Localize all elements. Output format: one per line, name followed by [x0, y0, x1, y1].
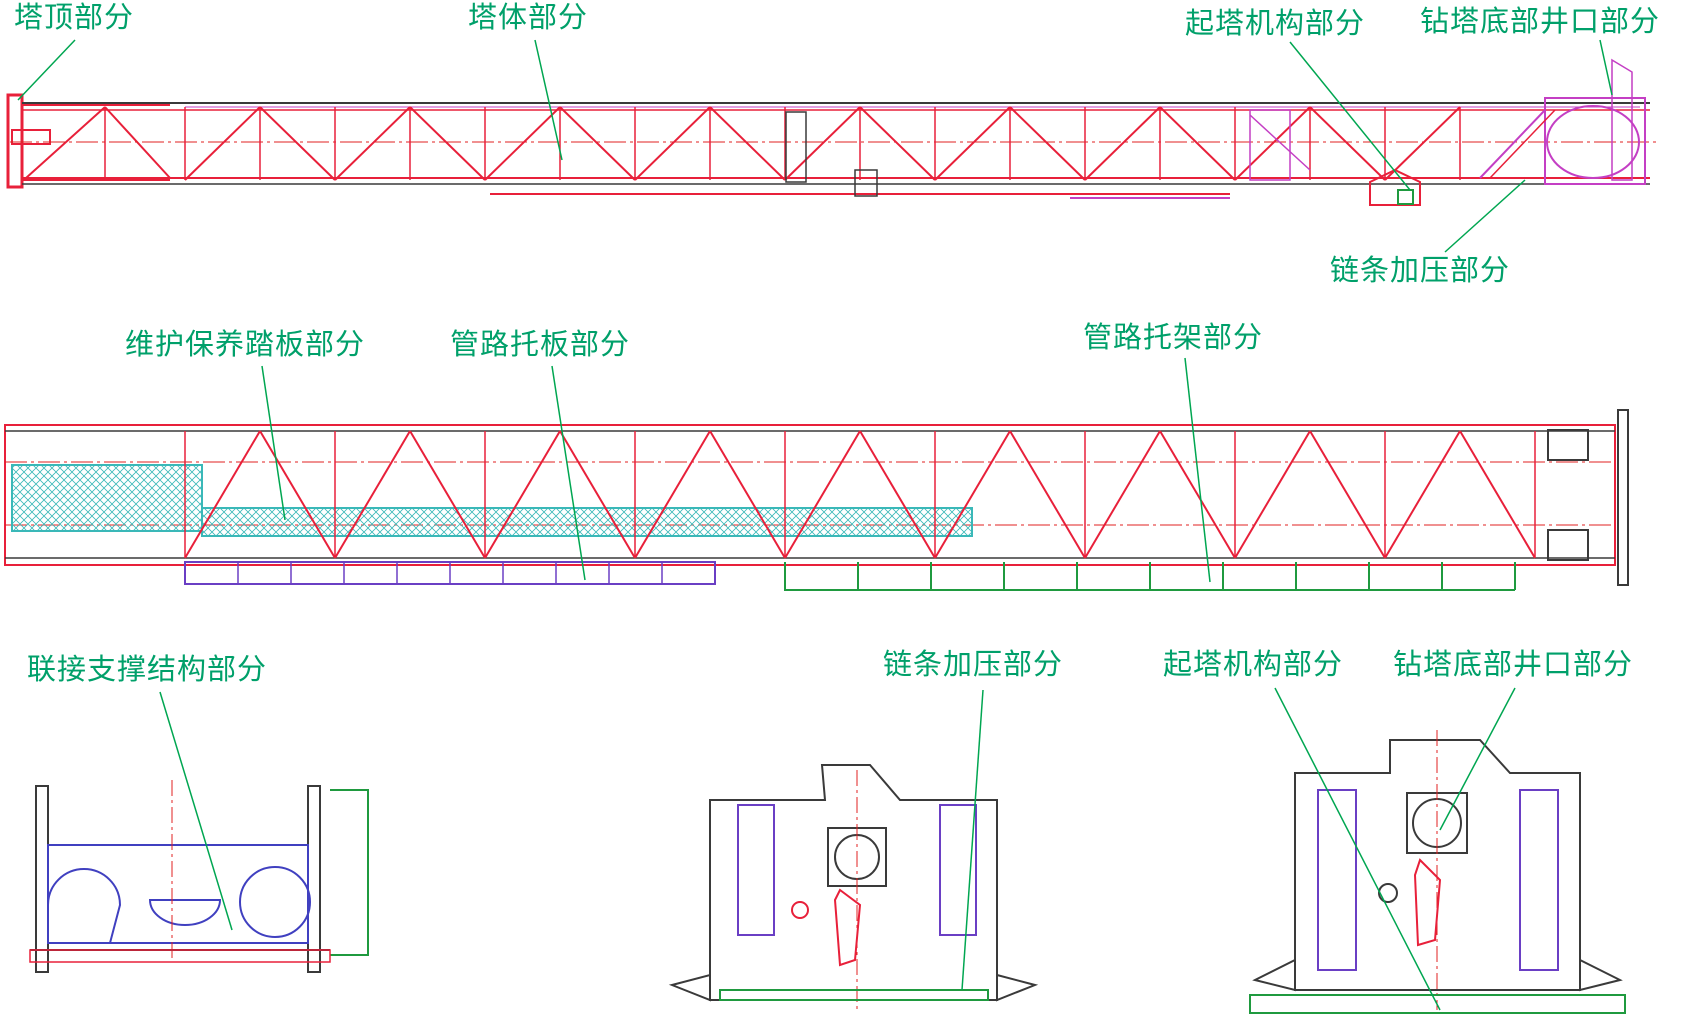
label-raising-mechanism-bottom: 起塔机构部分 [1163, 647, 1344, 681]
maintenance-mesh-panel [11, 464, 203, 532]
label-tower-body: 塔体部分 [468, 0, 589, 34]
label-connection-support: 联接支撑结构部分 [27, 652, 268, 686]
label-raising-mechanism-top: 起塔机构部分 [1185, 6, 1366, 40]
side-truss-diagonal [784, 106, 861, 181]
side-truss-diagonal [859, 106, 936, 181]
maintenance-walkway [201, 507, 973, 537]
leader-connection [159, 691, 233, 931]
side-truss-members [184, 106, 1461, 181]
side-truss-diagonal [1159, 106, 1236, 181]
tower-top-section [6, 93, 171, 189]
leader-pipe-bracket [1184, 357, 1211, 583]
leader-pipe-tray [551, 365, 586, 581]
plan-truss-diagonal [1084, 430, 1161, 559]
label-base-wellhead-bottom: 钻塔底部井口部分 [1393, 647, 1634, 681]
plan-truss-diagonal [184, 430, 261, 559]
plan-truss-diagonal [484, 430, 561, 559]
label-chain-pressure-top: 链条加压部分 [1330, 253, 1511, 287]
label-base-wellhead-top: 钻塔底部井口部分 [1420, 4, 1661, 38]
chain-pressure-view [668, 764, 1039, 1010]
plan-truss-diagonal [334, 430, 411, 559]
plan-truss-diagonal [409, 430, 486, 559]
leader-lines [17, 39, 1613, 1011]
plan-truss-diagonal [1234, 430, 1311, 559]
leader-raising-top [1289, 41, 1411, 191]
leader-chain-bottom [961, 689, 984, 991]
plan-truss-diagonal [1384, 430, 1461, 559]
plan-truss-diagonal [784, 430, 861, 559]
plan-truss-diagonal [859, 430, 936, 559]
plan-truss-diagonal [1009, 430, 1086, 559]
side-truss-diagonal [1384, 106, 1461, 181]
side-view [6, 58, 1660, 206]
side-truss-diagonal [184, 106, 261, 181]
connection-support-view [29, 780, 369, 973]
side-truss-diagonal [1309, 106, 1386, 181]
plan-truss-diagonal [1159, 430, 1236, 559]
plan-truss-diagonal [559, 430, 636, 559]
leader-maintenance [261, 365, 286, 521]
leader-chain-top [1444, 179, 1526, 253]
label-pipe-bracket: 管路托架部分 [1083, 320, 1264, 354]
leader-wellhead-bottom [1439, 687, 1516, 831]
side-truss-diagonal [1084, 106, 1161, 181]
plan-truss-diagonal [634, 430, 711, 559]
side-truss-diagonal [259, 106, 336, 181]
side-truss-diagonal [634, 106, 711, 181]
side-truss-diagonal [1009, 106, 1086, 181]
side-truss-diagonal [409, 106, 486, 181]
side-truss-diagonal [709, 106, 786, 181]
plan-truss-diagonal [1309, 430, 1386, 559]
plan-truss-diagonal [934, 430, 1011, 559]
plan-truss-members [184, 430, 1536, 559]
leader-tower-body [534, 39, 563, 161]
tower-body-section [10, 102, 1660, 199]
label-pipe-tray-plate: 管路托板部分 [450, 327, 631, 361]
side-truss-diagonal [484, 106, 561, 181]
label-maintenance-platform: 维护保养踏板部分 [125, 327, 366, 361]
label-chain-pressure-bottom: 链条加压部分 [883, 647, 1064, 681]
raising-wellhead-view [1249, 730, 1626, 1014]
pipe-bracket-legs [184, 562, 1516, 590]
base-wellhead-section [1479, 58, 1646, 185]
leader-raising-bottom [1274, 687, 1441, 1011]
side-truss-diagonal [1234, 106, 1311, 181]
plan-truss-diagonal [259, 430, 336, 559]
side-truss-diagonal [334, 106, 411, 181]
leader-wellhead-top [1599, 39, 1613, 96]
side-truss-diagonal [934, 106, 1011, 181]
leader-tower-top [17, 39, 76, 101]
plan-truss-diagonal [1459, 430, 1536, 559]
label-tower-top: 塔顶部分 [14, 0, 135, 34]
plan-truss-diagonal [709, 430, 786, 559]
side-truss-diagonal [559, 106, 636, 181]
raising-mechanism-section [1249, 109, 1421, 206]
plan-view [4, 409, 1629, 591]
